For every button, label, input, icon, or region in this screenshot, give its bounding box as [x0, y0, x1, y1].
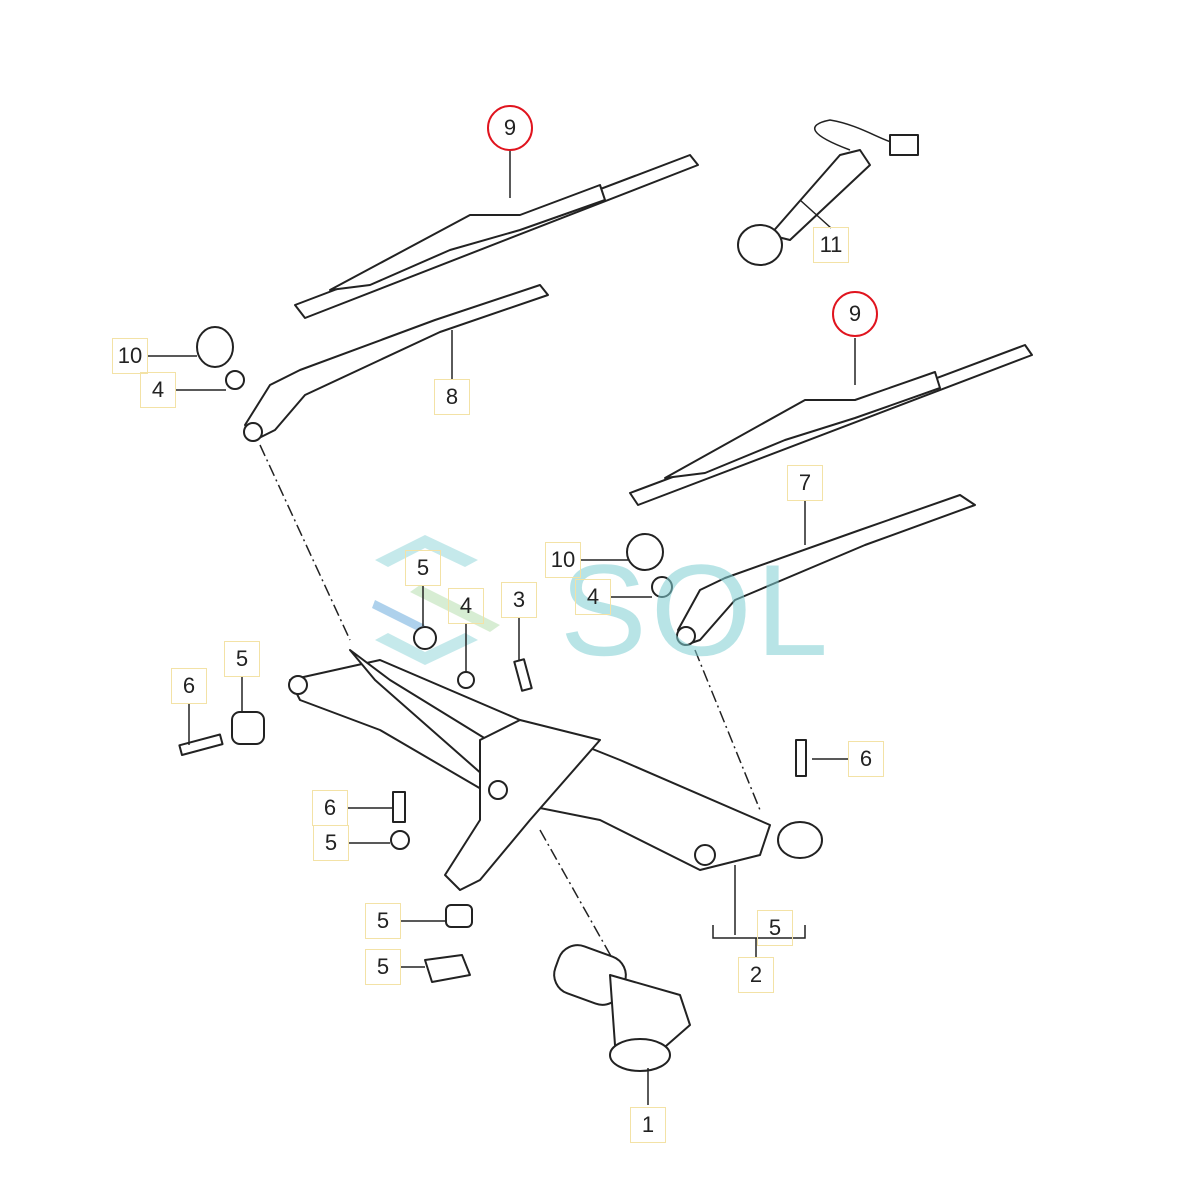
- callout-label-4: 4: [575, 579, 611, 615]
- callout-label-9: 9: [487, 105, 533, 151]
- bushing-5: [413, 626, 437, 650]
- callout-label-3: 3: [501, 582, 537, 618]
- wiper-arm-8: [243, 284, 549, 442]
- callout-label-6: 6: [171, 668, 207, 704]
- callout-label-5: 5: [365, 903, 401, 939]
- wiper-blade-right: [629, 338, 1033, 506]
- watermark-text: SOL: [560, 537, 833, 683]
- wiper-blade-left: [294, 150, 699, 319]
- wiper-motor-1: [553, 944, 691, 1105]
- cap-10-left: [196, 326, 234, 368]
- nut-4-left: [225, 370, 245, 390]
- callout-label-1: 1: [630, 1107, 666, 1143]
- bolt-6-left: [178, 733, 224, 757]
- grommet-5-lower: [445, 904, 473, 928]
- callout-label-5: 5: [365, 949, 401, 985]
- callout-label-6: 6: [312, 790, 348, 826]
- callout-label-4: 4: [448, 588, 484, 624]
- callout-label-10: 10: [112, 338, 148, 374]
- bolt-6-right: [795, 739, 807, 777]
- bolt-6-mid: [392, 791, 406, 823]
- watermark-logo-icon: [372, 535, 500, 665]
- nut-4-right: [651, 576, 673, 598]
- callout-label-5: 5: [224, 641, 260, 677]
- callout-label-2: 2: [738, 957, 774, 993]
- callout-label-5: 5: [313, 825, 349, 861]
- callout-label-9: 9: [832, 291, 878, 337]
- cap-10-right: [626, 533, 664, 571]
- nut-4: [457, 671, 475, 689]
- callout-label-5: 5: [405, 550, 441, 586]
- callout-label-4: 4: [140, 372, 176, 408]
- grommet-5: [231, 711, 265, 745]
- callout-label-10: 10: [545, 542, 581, 578]
- callout-label-7: 7: [787, 465, 823, 501]
- callout-label-6: 6: [848, 741, 884, 777]
- screw-3: [513, 658, 533, 692]
- callout-label-11: 11: [813, 227, 849, 263]
- washer-5: [390, 830, 410, 850]
- clip-5: [424, 954, 471, 983]
- wiper-linkage-2: [288, 649, 823, 957]
- callout-label-5: 5: [757, 910, 793, 946]
- wiper-arm-7: [676, 494, 976, 646]
- sensor-11: [737, 119, 919, 266]
- callout-label-8: 8: [434, 379, 470, 415]
